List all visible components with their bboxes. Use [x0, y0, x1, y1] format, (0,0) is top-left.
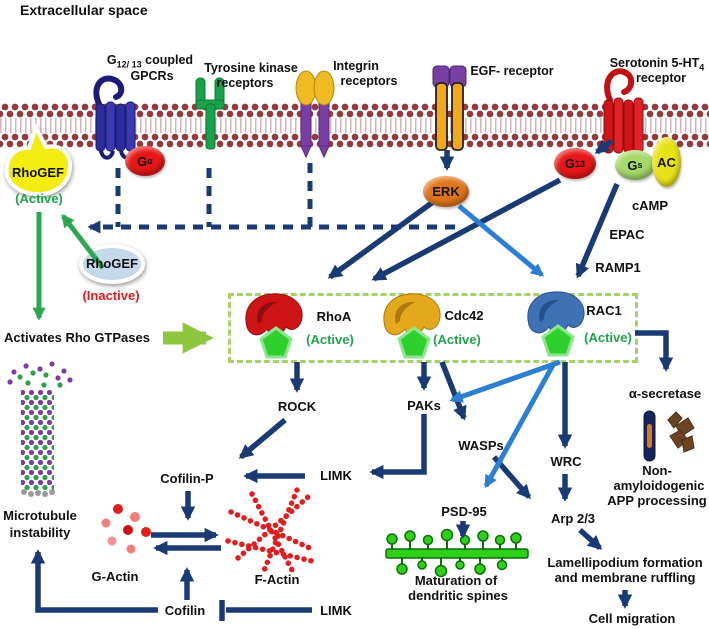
light-blue-arrows	[449, 204, 561, 489]
lipid-bilayer-top-icon	[0, 103, 709, 118]
rhoa-label: RhoA	[316, 309, 352, 324]
lipid-bilayer-bottom-icon	[0, 133, 709, 148]
f-actin-label: F-Actin	[254, 572, 300, 587]
microtubule-icon	[7, 361, 73, 497]
lamellipodium-label-line1: Lamellipodium formation	[547, 555, 703, 570]
paks-label: PAKs	[407, 398, 441, 413]
microtubule-label-line1: Microtubule	[3, 508, 77, 523]
rac1-icon	[527, 291, 585, 357]
app-fragments-icon	[643, 410, 695, 462]
rhogef-inactive-oval-icon	[79, 244, 145, 284]
erk-protein: ERK	[423, 176, 469, 207]
g-actin-icon	[101, 504, 151, 554]
f-actin-icon	[225, 487, 319, 576]
green-arrows	[32, 212, 105, 321]
gtp-pentagon-icon	[541, 324, 575, 357]
rock-label: ROCK	[277, 399, 317, 414]
epac-label: EPAC	[609, 227, 645, 242]
cofilin-label: Cofilin	[164, 603, 206, 618]
egf-receptor-icon	[432, 65, 467, 151]
integrin-receptor-icon	[295, 70, 335, 159]
gtp-pentagon-icon	[397, 326, 431, 359]
rhogef-active-state: (Active)	[15, 191, 63, 206]
camp-label: cAMP	[631, 198, 669, 213]
non-amyloidogenic-label-line3: APP processing	[607, 493, 707, 508]
maturation-label-line1: Maturation of	[414, 573, 498, 588]
navy-arrows	[30, 138, 674, 621]
psd95-label: PSD-95	[441, 504, 487, 519]
rhogef-inactive-label: RhoGEF	[86, 256, 138, 271]
limk-mid-label: LIMK	[320, 468, 352, 483]
ac-protein: AC	[652, 137, 681, 187]
rhoa-state: (Active)	[306, 332, 354, 347]
rac1-state: (Active)	[584, 330, 632, 345]
limk-bottom-label: LIMK	[320, 603, 352, 618]
gpcr-label-line2: GPCRs	[130, 69, 174, 83]
integrin-label-line1: Integrin	[333, 59, 379, 73]
lamellipodium-label-line2: and membrane ruffling	[554, 570, 696, 585]
wrc-label: WRC	[550, 454, 582, 469]
arp23-label: Arp 2/3	[550, 511, 596, 526]
rhogef-active-label: RhoGEF	[12, 165, 64, 180]
gpcr-receptor-icon	[93, 75, 136, 160]
title-extracellular-space: Extracellular space	[20, 2, 148, 18]
activates-rho-gtpases-label: Activates Rho GTPases	[4, 330, 150, 345]
gpcr-label-line1: G12/ 13 coupled	[106, 53, 194, 70]
serotonin-label-line2: receptor	[635, 71, 687, 85]
lipid-bilayer-tails-icon	[0, 118, 709, 133]
serotonin-label-line1: Serotonin 5-HT4	[609, 56, 705, 73]
ramp1-label: RAMP1	[595, 260, 641, 275]
egf-label: EGF- receptor	[470, 64, 554, 78]
wasps-label: WASPs	[458, 438, 504, 453]
tyrosine-kinase-receptor-icon	[195, 77, 225, 150]
integrin-label-line2: receptors	[340, 74, 398, 88]
cell-migration-label: Cell migration	[588, 611, 676, 626]
rhogef-active-blob-icon	[4, 123, 73, 197]
rhogef-inactive-state: (Inactive)	[82, 288, 140, 303]
tyrosine-label-line2: receptors	[216, 76, 274, 90]
dendritic-spines-icon	[385, 528, 529, 578]
tyrosine-label-line1: Tyrosine kinase	[204, 61, 298, 75]
cdc42-state: (Active)	[433, 332, 481, 347]
g-actin-label: G-Actin	[91, 569, 139, 584]
gtp-pentagon-icon	[259, 326, 293, 359]
cdc42-label: Cdc42	[444, 308, 484, 323]
rac1-label: RAC1	[586, 303, 622, 318]
alpha-secretase-label: α-secretase	[628, 386, 702, 401]
non-amyloidogenic-label-line1: Non-	[642, 463, 672, 478]
rhoa-icon	[245, 293, 303, 359]
maturation-label-line2: dendritic spines	[408, 588, 508, 603]
non-amyloidogenic-label-line2: amyloidogenic	[613, 478, 705, 493]
cdc42-icon	[383, 293, 441, 359]
rho-gtpase-box	[228, 293, 638, 363]
cofilin-p-label: Cofilin-P	[160, 471, 214, 486]
microtubule-label-line2: instability	[9, 525, 71, 540]
